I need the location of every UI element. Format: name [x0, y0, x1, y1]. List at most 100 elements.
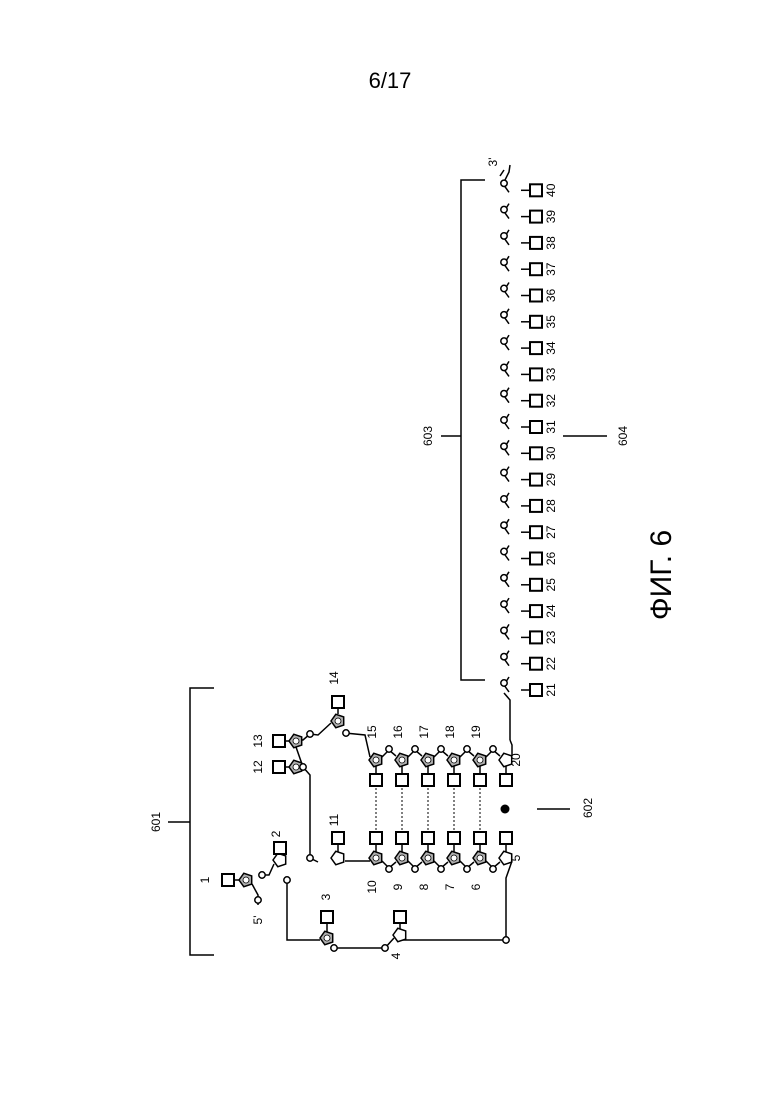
phosphate-icon	[501, 233, 507, 239]
modified-sugar-icon	[335, 718, 341, 724]
phosphate-icon	[501, 391, 507, 397]
phosphate-icon	[501, 338, 507, 344]
phosphate-icon	[501, 417, 507, 423]
base-square-icon	[530, 500, 542, 512]
residue-number-33: 33	[544, 367, 558, 381]
phosphate-icon	[386, 746, 392, 752]
residue-number-36: 36	[544, 289, 558, 303]
base-square-icon	[530, 631, 542, 643]
modified-sugar-icon	[243, 877, 249, 883]
phosphate-icon	[343, 730, 349, 736]
residue-number-24: 24	[544, 604, 558, 618]
residue-number-9: 9	[391, 883, 405, 890]
base-square-icon	[448, 832, 460, 844]
reference-601: 601	[149, 812, 163, 832]
modified-sugar-icon	[399, 855, 405, 861]
backbone-line	[287, 880, 320, 940]
sugar-icon	[331, 851, 344, 864]
residue-number-29: 29	[544, 473, 558, 487]
residue-number-2: 2	[269, 830, 283, 837]
modified-sugar-icon	[477, 757, 483, 763]
base-square-icon	[530, 342, 542, 354]
modified-sugar-icon	[477, 855, 483, 861]
phosphate-icon	[284, 877, 290, 883]
base-square-icon	[273, 735, 285, 747]
reference-602: 602	[581, 798, 595, 818]
residue-number-19: 19	[469, 725, 483, 739]
base-square-icon	[273, 761, 285, 773]
phosphate-icon	[464, 746, 470, 752]
base-square-icon	[530, 263, 542, 275]
base-square-icon	[394, 911, 406, 923]
base-square-icon	[530, 211, 542, 223]
base-square-icon	[500, 774, 512, 786]
base-square-icon	[530, 658, 542, 670]
phosphate-icon	[255, 897, 261, 903]
residue-number-7: 7	[443, 883, 457, 890]
residue-number-31: 31	[544, 420, 558, 434]
base-square-icon	[530, 395, 542, 407]
base-square-icon	[370, 832, 382, 844]
modified-sugar-icon	[293, 764, 299, 770]
phosphate-icon	[386, 866, 392, 872]
residue-number-22: 22	[544, 657, 558, 671]
reference-603: 603	[421, 426, 435, 446]
residue-number-12: 12	[251, 760, 265, 774]
phosphate-icon	[501, 680, 507, 686]
phosphate-icon	[501, 285, 507, 291]
bracket-601	[190, 688, 214, 955]
residue-number-16: 16	[391, 725, 405, 739]
residue-number-20: 20	[509, 753, 523, 767]
three-prime-label: 3'	[486, 158, 500, 167]
bracket-603	[461, 180, 485, 680]
residue-number-3: 3	[319, 893, 333, 900]
modified-sugar-icon	[373, 855, 379, 861]
base-square-icon	[530, 237, 542, 249]
base-square-icon	[474, 832, 486, 844]
modified-sugar-icon	[425, 757, 431, 763]
phosphate-icon	[412, 866, 418, 872]
base-square-icon	[530, 421, 542, 433]
residue-number-40: 40	[544, 183, 558, 197]
phosphate-icon	[307, 731, 313, 737]
residue-number-27: 27	[544, 525, 558, 539]
modified-sugar-icon	[324, 935, 330, 941]
phosphate-icon	[501, 259, 507, 265]
base-square-icon	[530, 316, 542, 328]
base-square-icon	[370, 774, 382, 786]
phosphate-icon	[501, 627, 507, 633]
phosphate-icon	[438, 866, 444, 872]
phosphate-icon	[307, 855, 313, 861]
residue-number-14: 14	[327, 671, 341, 685]
residue-number-13: 13	[251, 734, 265, 748]
residue-number-10: 10	[365, 880, 379, 894]
residue-number-25: 25	[544, 578, 558, 592]
phosphate-icon	[464, 866, 470, 872]
base-square-icon	[332, 696, 344, 708]
phosphate-icon	[382, 945, 388, 951]
residue-number-21: 21	[544, 683, 558, 697]
base-square-icon	[274, 842, 286, 854]
phosphate-icon	[501, 443, 507, 449]
base-square-icon	[396, 774, 408, 786]
phosphate-icon	[501, 496, 507, 502]
phosphate-icon	[501, 522, 507, 528]
modified-sugar-icon	[425, 855, 431, 861]
phosphate-icon	[501, 206, 507, 212]
base-square-icon	[530, 184, 542, 196]
residue-number-23: 23	[544, 630, 558, 644]
phosphate-icon	[501, 364, 507, 370]
modified-sugar-icon	[451, 757, 457, 763]
base-square-icon	[530, 447, 542, 459]
modified-sugar-icon	[451, 855, 457, 861]
base-square-icon	[530, 553, 542, 565]
residue-number-18: 18	[443, 725, 457, 739]
residue-number-8: 8	[417, 883, 431, 890]
base-square-icon	[474, 774, 486, 786]
sugar-icon	[393, 928, 406, 941]
residue-number-38: 38	[544, 236, 558, 250]
phosphate-icon	[438, 746, 444, 752]
base-square-icon	[530, 474, 542, 486]
residue-number-15: 15	[365, 725, 379, 739]
phosphate-icon	[503, 937, 509, 943]
